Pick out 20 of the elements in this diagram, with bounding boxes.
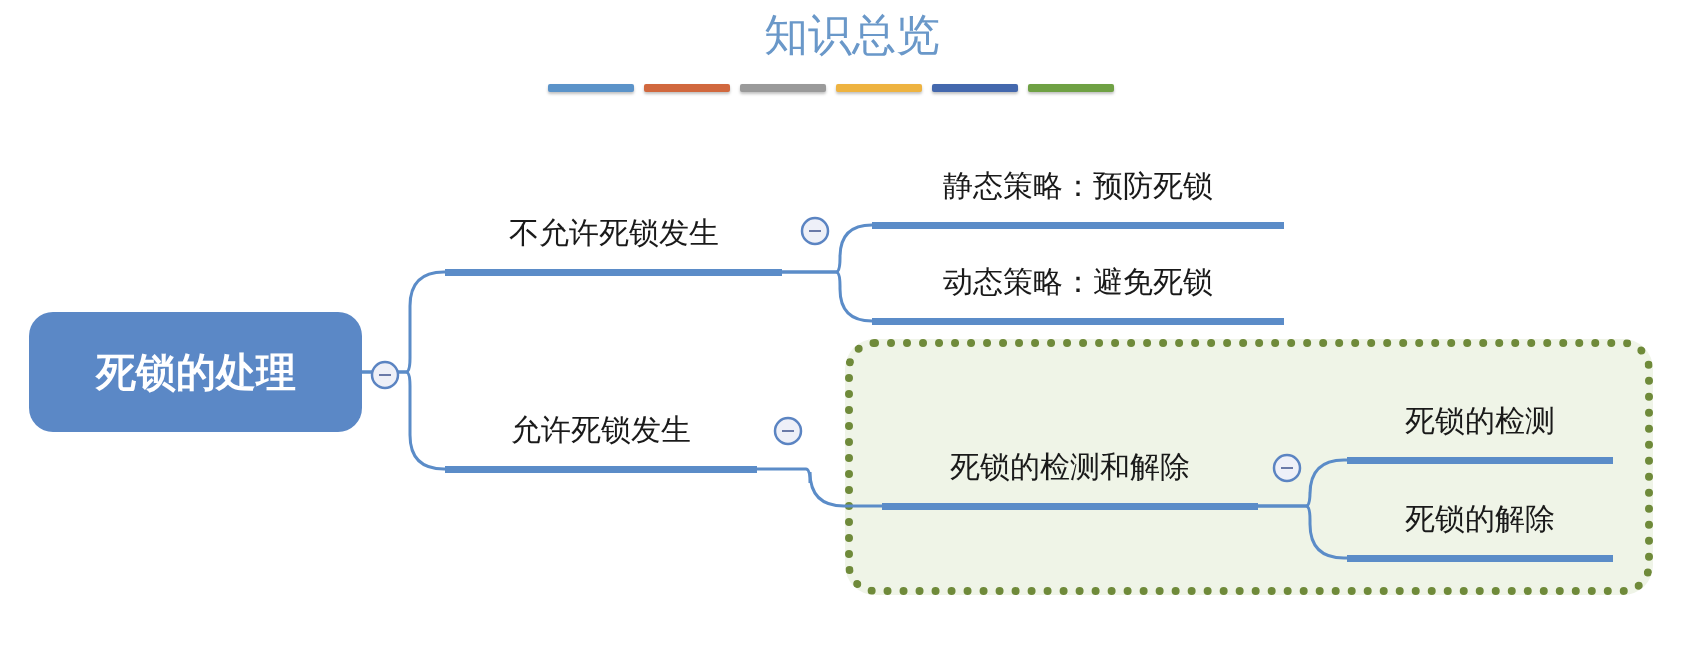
node-text: 死锁的检测 [1405,403,1555,439]
node-text: 动态策略：避免死锁 [943,264,1213,300]
node-text: 死锁的检测和解除 [950,449,1190,485]
topic-underline-node [872,264,1284,325]
topic-underline-node [445,412,757,473]
node-text: 不允许死锁发生 [508,215,719,251]
topic-underline-node [445,215,782,276]
connector-line [782,270,874,323]
node-text: 死锁的解除 [1405,501,1555,537]
connector-line [1258,504,1347,560]
node-text: 静态策略：预防死锁 [943,168,1213,204]
node-text: 死锁的处理 [95,347,296,397]
connector-line [757,467,882,508]
dotted-group-box [845,339,1653,595]
topic-underline-node [1347,403,1613,464]
topic-underline-node [882,449,1258,510]
title: 知识总览 [763,9,940,60]
topic-underline-node [872,168,1284,229]
root-box [29,312,362,432]
node-text: 允许死锁发生 [511,412,691,448]
